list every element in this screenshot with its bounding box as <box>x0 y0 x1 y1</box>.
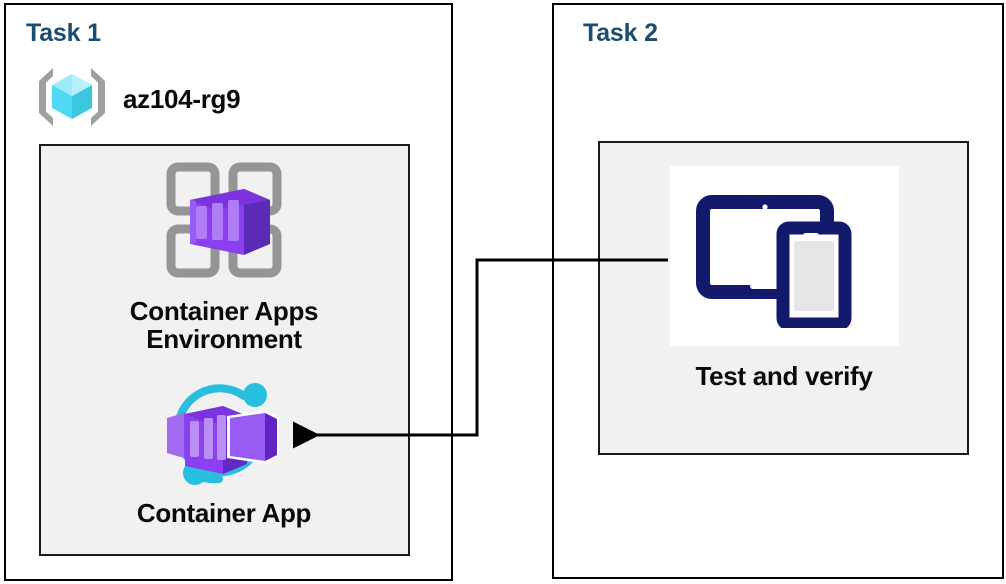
container-apps-environment-label: Container Apps Environment <box>129 296 319 355</box>
test-icon-plate <box>669 166 899 346</box>
task2-title: Task 2 <box>583 19 658 47</box>
node-container-apps-environment: Container Apps Environment <box>84 156 364 353</box>
container-app-icon <box>149 378 299 493</box>
node-container-app: Container App <box>84 378 364 527</box>
devices-test-icon <box>689 180 879 333</box>
container-apps-environment-icon <box>160 156 288 289</box>
resource-group-icon <box>33 62 111 137</box>
resource-group-row: az104-rg9 <box>33 62 241 137</box>
test-and-verify-label: Test and verify <box>695 361 873 391</box>
resource-group-label: az104-rg9 <box>123 84 241 114</box>
task1-title: Task 1 <box>26 19 101 47</box>
node-test-and-verify: Test and verify <box>653 166 915 390</box>
container-app-label: Container App <box>136 498 312 528</box>
